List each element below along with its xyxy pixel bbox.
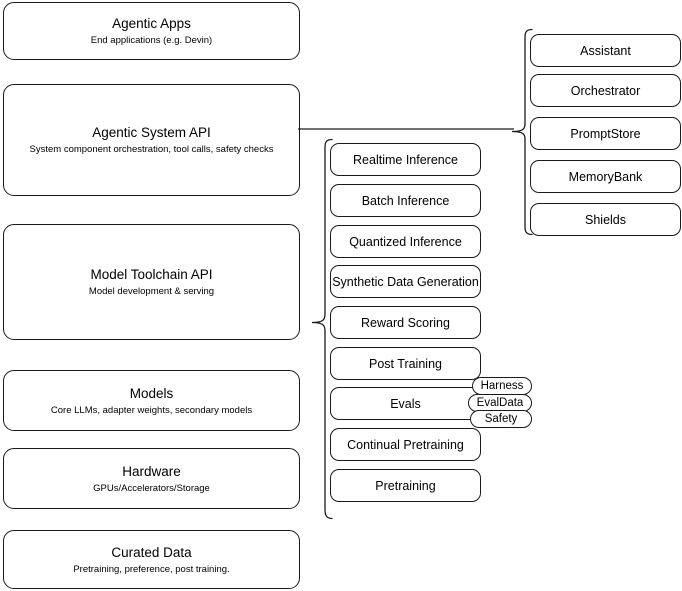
eval-pill-safety[interactable]: Safety	[470, 410, 532, 428]
component-box-assistant[interactable]: Assistant	[530, 34, 681, 67]
layer-title: Curated Data	[111, 544, 192, 560]
layer-subtitle: Pretraining, preference, post training.	[73, 563, 230, 575]
component-box-quantized-inference[interactable]: Quantized Inference	[330, 225, 481, 258]
layer-subtitle: GPUs/Accelerators/Storage	[93, 482, 210, 494]
component-box-pretraining[interactable]: Pretraining	[330, 469, 481, 502]
component-box-evals[interactable]: Evals	[330, 387, 481, 420]
component-box-batch-inference[interactable]: Batch Inference	[330, 184, 481, 217]
eval-pill-harness[interactable]: Harness	[472, 377, 532, 395]
component-box-orchestrator[interactable]: Orchestrator	[530, 74, 681, 107]
connector-system-api-to-components	[298, 128, 514, 130]
eval-pill-label: Safety	[484, 413, 518, 425]
component-label: Post Training	[369, 356, 442, 371]
component-label: MemoryBank	[568, 169, 643, 184]
layer-subtitle: System component orchestration, tool cal…	[29, 144, 274, 155]
component-box-synthetic-data-generation[interactable]: Synthetic Data Generation	[330, 265, 481, 298]
component-box-continual-pretraining[interactable]: Continual Pretraining	[330, 428, 481, 461]
component-box-memorybank[interactable]: MemoryBank	[530, 160, 681, 193]
layer-title: Agentic Apps	[112, 16, 191, 31]
component-label: Shields	[585, 212, 626, 227]
component-box-promptstore[interactable]: PromptStore	[530, 117, 681, 150]
component-box-post-training[interactable]: Post Training	[330, 347, 481, 380]
component-box-shields[interactable]: Shields	[530, 203, 681, 236]
layer-subtitle: End applications (e.g. Devin)	[90, 35, 213, 46]
component-label: Realtime Inference	[353, 152, 458, 167]
component-label: PromptStore	[570, 126, 641, 141]
component-box-reward-scoring[interactable]: Reward Scoring	[330, 306, 481, 339]
component-label: Reward Scoring	[361, 315, 450, 330]
layer-box-hardware[interactable]: Hardware GPUs/Accelerators/Storage	[3, 448, 300, 509]
component-label: Quantized Inference	[349, 234, 462, 249]
layer-subtitle: Model development & serving	[88, 286, 215, 297]
component-label: Evals	[390, 396, 421, 411]
eval-pill-label: EvalData	[476, 397, 524, 409]
layer-box-curated-data[interactable]: Curated Data Pretraining, preference, po…	[3, 530, 300, 589]
layer-subtitle: Core LLMs, adapter weights, secondary mo…	[50, 404, 253, 416]
layer-title: Agentic System API	[92, 125, 211, 140]
component-label: Orchestrator	[570, 83, 641, 98]
component-box-realtime-inference[interactable]: Realtime Inference	[330, 143, 481, 176]
eval-pill-label: Harness	[480, 380, 524, 392]
layer-title: Models	[129, 385, 174, 401]
layer-box-agentic-apps[interactable]: Agentic Apps End applications (e.g. Devi…	[3, 2, 300, 60]
component-label: Batch Inference	[361, 193, 450, 208]
layer-title: Hardware	[122, 463, 181, 479]
component-label: Assistant	[580, 43, 631, 58]
component-label: Pretraining	[375, 478, 436, 493]
component-label: Synthetic Data Generation	[332, 274, 479, 289]
layer-box-agentic-system-api[interactable]: Agentic System API System component orch…	[3, 84, 300, 196]
component-label: Continual Pretraining	[347, 437, 464, 452]
layer-title: Model Toolchain API	[90, 267, 213, 282]
layer-box-model-toolchain-api[interactable]: Model Toolchain API Model development & …	[3, 224, 300, 340]
layer-box-models[interactable]: Models Core LLMs, adapter weights, secon…	[3, 370, 300, 431]
